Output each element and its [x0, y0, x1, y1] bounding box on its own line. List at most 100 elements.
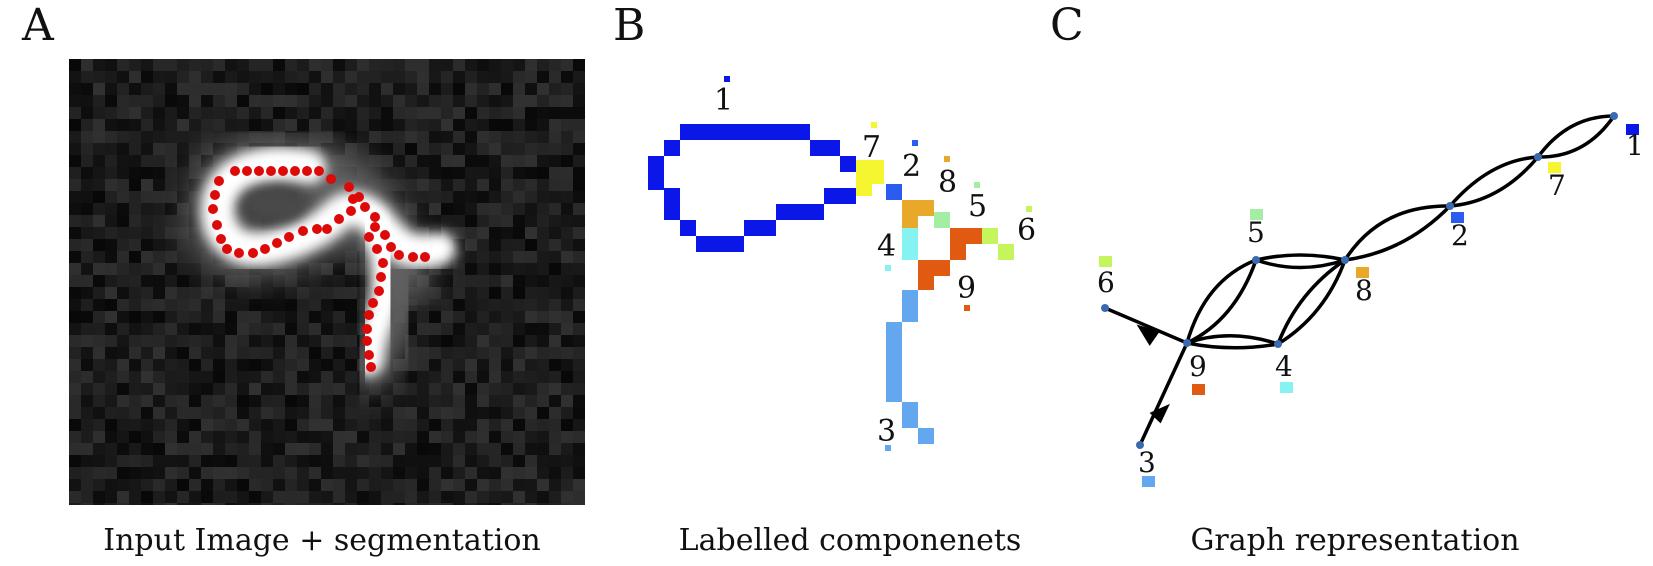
- noise-pixel: [153, 287, 165, 299]
- noise-pixel: [489, 239, 501, 251]
- noise-pixel: [69, 347, 81, 359]
- noise-pixel: [465, 299, 477, 311]
- noise-pixel: [165, 455, 177, 467]
- segmentation-point: [284, 232, 294, 242]
- noise-pixel: [465, 167, 477, 179]
- noise-pixel: [201, 95, 213, 107]
- noise-pixel: [537, 335, 549, 347]
- noise-pixel: [297, 443, 309, 455]
- noise-pixel: [453, 107, 465, 119]
- noise-pixel: [285, 491, 297, 503]
- noise-pixel: [105, 83, 117, 95]
- noise-pixel: [237, 419, 249, 431]
- noise-pixel: [105, 275, 117, 287]
- noise-pixel: [477, 419, 489, 431]
- noise-pixel: [141, 383, 153, 395]
- noise-pixel: [489, 107, 501, 119]
- noise-pixel: [441, 335, 453, 347]
- noise-pixel: [225, 311, 237, 323]
- noise-pixel: [417, 323, 429, 335]
- noise-pixel: [489, 143, 501, 155]
- noise-pixel: [321, 359, 333, 371]
- noise-pixel: [477, 119, 489, 131]
- noise-pixel: [249, 479, 261, 491]
- noise-pixel: [441, 299, 453, 311]
- noise-pixel: [105, 443, 117, 455]
- noise-pixel: [237, 275, 249, 287]
- noise-pixel: [537, 227, 549, 239]
- edge-7-2a: [1448, 155, 1540, 208]
- component-1-pixel: [664, 204, 680, 220]
- noise-pixel: [153, 251, 165, 263]
- noise-pixel: [573, 323, 585, 335]
- edge-9-4a: [1185, 334, 1280, 346]
- noise-pixel: [513, 227, 525, 239]
- noise-pixel: [297, 407, 309, 419]
- noise-pixel: [549, 83, 561, 95]
- noise-pixel: [501, 71, 513, 83]
- noise-pixel: [405, 431, 417, 443]
- noise-pixel: [453, 263, 465, 275]
- noise-pixel: [357, 395, 369, 407]
- component-7-pixel: [856, 184, 872, 196]
- graph-node-3-color-marker: [1142, 476, 1155, 487]
- noise-pixel: [321, 287, 333, 299]
- noise-pixel: [153, 383, 165, 395]
- noise-pixel: [201, 335, 213, 347]
- noise-pixel: [285, 299, 297, 311]
- noise-pixel: [81, 491, 93, 503]
- noise-pixel: [273, 407, 285, 419]
- segmentation-point: [420, 252, 430, 262]
- noise-pixel: [573, 191, 585, 203]
- noise-pixel: [513, 503, 525, 505]
- noise-pixel: [369, 107, 381, 119]
- noise-pixel: [297, 467, 309, 479]
- noise-pixel: [141, 155, 153, 167]
- noise-pixel: [93, 59, 105, 71]
- noise-pixel: [273, 455, 285, 467]
- noise-pixel: [417, 347, 429, 359]
- noise-pixel: [213, 287, 225, 299]
- noise-pixel: [177, 71, 189, 83]
- graph-node-4: [1274, 340, 1282, 348]
- noise-pixel: [573, 311, 585, 323]
- segmentation-point: [362, 324, 372, 334]
- noise-pixel: [393, 179, 405, 191]
- edge-9-6: [1103, 306, 1189, 345]
- noise-pixel: [105, 311, 117, 323]
- noise-pixel: [501, 443, 513, 455]
- noise-pixel: [225, 119, 237, 131]
- noise-pixel: [237, 299, 249, 311]
- noise-pixel: [165, 239, 177, 251]
- noise-pixel: [573, 431, 585, 443]
- noise-pixel: [477, 383, 489, 395]
- noise-pixel: [261, 299, 273, 311]
- noise-pixel: [117, 191, 129, 203]
- noise-pixel: [81, 71, 93, 83]
- noise-pixel: [237, 107, 249, 119]
- noise-pixel: [525, 143, 537, 155]
- noise-pixel: [417, 419, 429, 431]
- noise-pixel: [177, 239, 189, 251]
- segmentation-point: [334, 214, 344, 224]
- noise-pixel: [237, 95, 249, 107]
- noise-pixel: [441, 479, 453, 491]
- noise-pixel: [93, 479, 105, 491]
- noise-pixel: [225, 95, 237, 107]
- noise-pixel: [93, 95, 105, 107]
- noise-pixel: [237, 443, 249, 455]
- noise-pixel: [129, 311, 141, 323]
- noise-pixel: [129, 227, 141, 239]
- noise-pixel: [573, 299, 585, 311]
- noise-pixel: [477, 107, 489, 119]
- noise-pixel: [249, 275, 261, 287]
- noise-pixel: [285, 83, 297, 95]
- node-label-5: 5: [1247, 216, 1265, 249]
- noise-pixel: [225, 299, 237, 311]
- noise-pixel: [69, 431, 81, 443]
- noise-pixel: [129, 83, 141, 95]
- noise-pixel: [537, 443, 549, 455]
- noise-pixel: [129, 95, 141, 107]
- noise-pixel: [117, 383, 129, 395]
- noise-pixel: [537, 275, 549, 287]
